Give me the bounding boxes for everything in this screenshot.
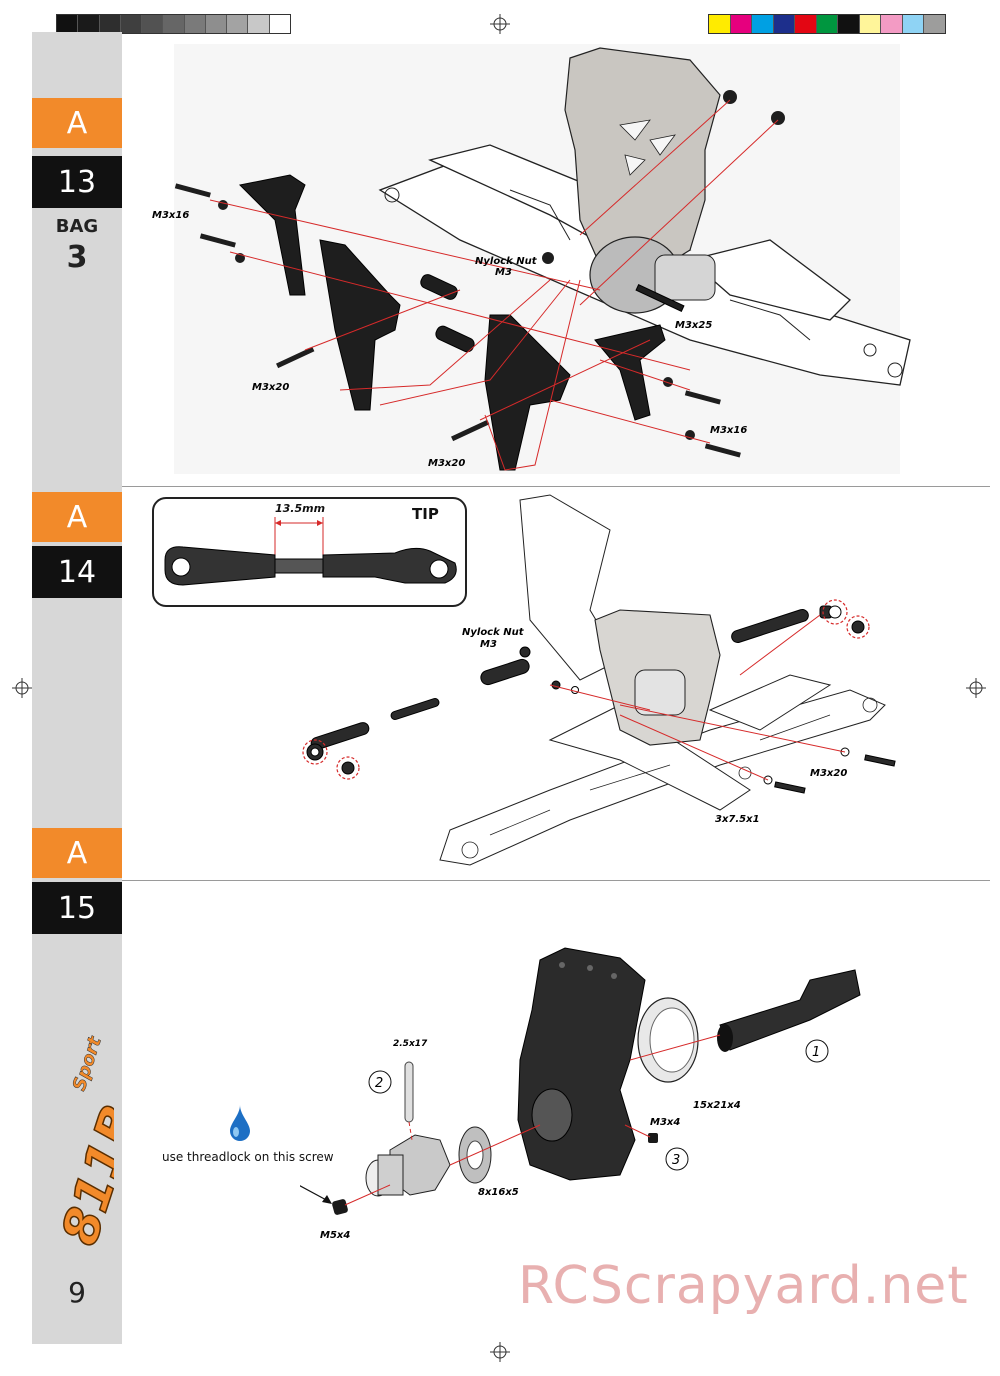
tip-turnbuckle-drawing xyxy=(164,517,457,586)
step-14-number: 14 xyxy=(32,546,122,598)
label-nylock-14-line1: Nylock Nut xyxy=(462,627,525,638)
label-bearing-small: 8x16x5 xyxy=(478,1187,519,1198)
divider-step13-step14 xyxy=(122,486,990,487)
color-swatch xyxy=(859,15,882,33)
bag-number: 3 xyxy=(66,240,88,275)
gray-swatch xyxy=(269,15,290,33)
label-nylock-line2: M3 xyxy=(495,267,512,278)
step-13-diagram: M3x16 Nylock Nut M3 M3x25 M3x20 M3x16 M3… xyxy=(152,44,911,474)
callout-3: 3 xyxy=(672,1153,680,1168)
label-pin: 2.5x17 xyxy=(393,1039,428,1049)
label-m3x20-left: M3x20 xyxy=(252,382,289,393)
color-swatch xyxy=(709,15,731,33)
wing-mount-left xyxy=(319,239,401,411)
step-14-diagram: Nylock Nut M3 M3x20 3x7.5x1 xyxy=(302,494,896,866)
color-swatch xyxy=(924,15,946,33)
gray-swatch xyxy=(57,15,79,33)
color-swatch xyxy=(838,15,860,33)
label-nylock-line1: Nylock Nut xyxy=(475,256,538,267)
body-mount-right xyxy=(594,324,666,421)
gray-swatch xyxy=(99,15,121,33)
label-bearing-large: 15x21x4 xyxy=(693,1100,741,1111)
gray-swatch xyxy=(205,15,228,33)
step-15-diagram: 2 1 3 2.5x17 M5x4 8x16x5 15x21x4 M3x4 xyxy=(300,947,861,1241)
color-swatch xyxy=(730,15,753,33)
tip-dimension: 13.5mm xyxy=(275,502,326,515)
threadlock-note: use threadlock on this screw xyxy=(162,1150,334,1164)
bag-label: BAG xyxy=(55,216,99,237)
color-swatch xyxy=(816,15,839,33)
color-swatch xyxy=(902,15,925,33)
color-swatch xyxy=(795,15,817,33)
page-number: 9 xyxy=(68,1276,86,1309)
label-m3x16-right: M3x16 xyxy=(710,425,747,436)
label-m3x25: M3x25 xyxy=(675,320,712,331)
callout-2: 2 xyxy=(375,1076,383,1091)
registration-mark-bottom xyxy=(490,1342,510,1362)
registration-mark-top xyxy=(490,14,510,34)
label-m3x4: M3x4 xyxy=(650,1117,680,1128)
gray-swatch xyxy=(184,15,206,33)
step-14-letter: A xyxy=(32,492,122,542)
gray-swatch xyxy=(227,15,249,33)
axle xyxy=(719,969,861,1051)
sidebar xyxy=(32,32,122,1344)
callout-1: 1 xyxy=(812,1045,820,1060)
gray-swatch xyxy=(120,15,143,33)
threadlock-drop-icon xyxy=(230,1105,250,1141)
step-13-letter: A xyxy=(32,98,122,148)
step-13-number: 13 xyxy=(32,156,122,208)
hub-carrier xyxy=(517,947,646,1181)
step-15-number: 15 xyxy=(32,882,122,934)
gray-swatch xyxy=(142,15,164,33)
registration-mark-left xyxy=(12,678,32,698)
color-calibration-bar xyxy=(708,14,946,34)
color-swatch xyxy=(881,15,903,33)
gray-calibration-bar xyxy=(56,14,291,34)
gray-swatch xyxy=(248,15,270,33)
logo-subtext: Sport xyxy=(69,1033,107,1094)
divider-step14-step15 xyxy=(122,880,990,881)
label-m3x16-left: M3x16 xyxy=(152,210,189,221)
label-m3x20-14: M3x20 xyxy=(810,768,847,779)
watermark: RCScrapyard.net xyxy=(518,1256,969,1316)
tip-label: TIP xyxy=(412,505,439,523)
wing-mount-right xyxy=(484,314,571,471)
step-15-letter: A xyxy=(32,828,122,878)
body-mount-left xyxy=(238,174,306,296)
label-nylock-14-line2: M3 xyxy=(480,639,497,650)
logo-text: 811B xyxy=(50,1098,114,1250)
color-swatch xyxy=(773,15,796,33)
gray-swatch xyxy=(78,15,100,33)
label-m5x4: M5x4 xyxy=(320,1230,350,1241)
label-m3x20-bottom: M3x20 xyxy=(428,458,465,469)
registration-mark-right xyxy=(966,678,986,698)
logo-811b-sport: 811B Sport xyxy=(50,1033,114,1250)
label-washer-14: 3x7.5x1 xyxy=(715,814,760,825)
color-swatch xyxy=(752,15,774,33)
gray-swatch xyxy=(163,15,185,33)
